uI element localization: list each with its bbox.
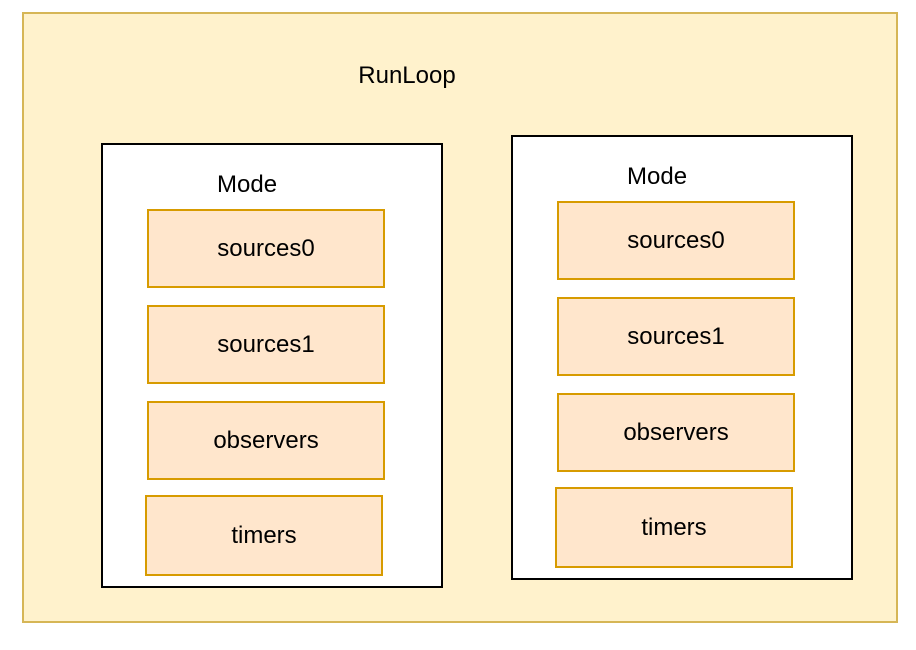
mode-1-item-timers: timers (145, 495, 383, 576)
mode-box-1: Mode sources0 sources1 observers timers (101, 143, 443, 588)
mode-2-item-sources1: sources1 (557, 297, 795, 376)
mode-title-1: Mode (217, 171, 278, 198)
mode-2-item-sources0: sources0 (557, 201, 795, 280)
mode-2-item-observers: observers (557, 393, 795, 472)
mode-1-item-observers: observers (147, 401, 385, 480)
mode-1-item-sources1: sources1 (147, 305, 385, 384)
mode-1-item-sources0: sources0 (147, 209, 385, 288)
runloop-title: RunLoop (358, 62, 456, 89)
mode-box-2: Mode sources0 sources1 observers timers (511, 135, 853, 580)
runloop-container: RunLoop Mode sources0 sources1 observers… (22, 12, 898, 623)
mode-title-2: Mode (627, 163, 688, 190)
mode-2-item-timers: timers (555, 487, 793, 568)
